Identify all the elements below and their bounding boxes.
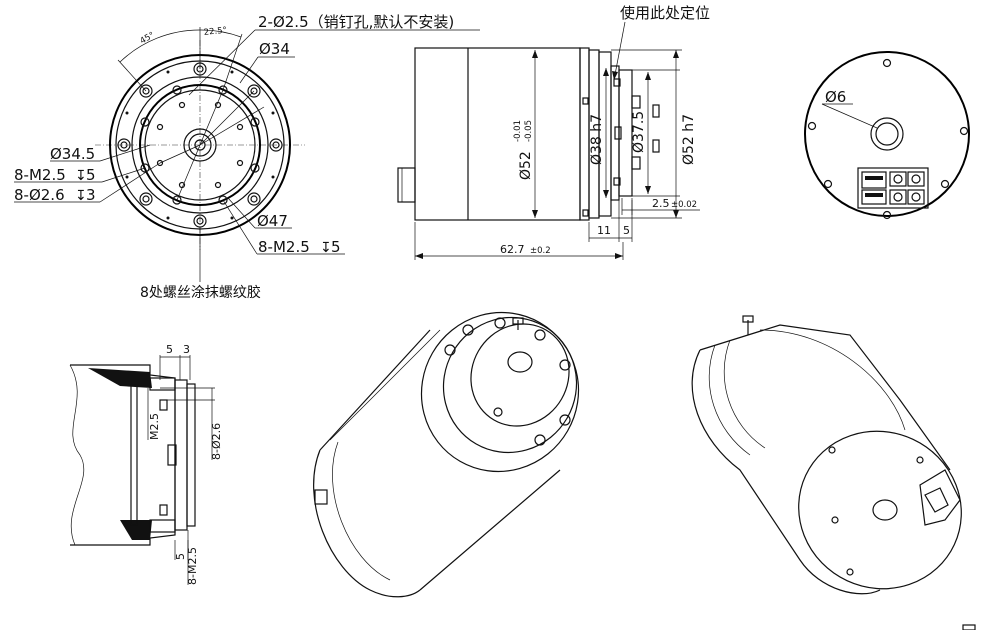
leader-dia-34 [239,56,259,84]
iso1-front-rim [420,311,580,473]
dia-34-5-label: Ø34.5 [50,145,95,163]
m25-right-depth-symbol: ↧ [320,240,332,256]
iso1-bore [507,351,533,373]
angle-ext-1 [117,59,147,92]
iso1-body-sides [319,329,561,591]
front-hub-bore [194,139,206,151]
front-view: 45° 22.5° 2-Ø2.5（销钉孔,默认不安装) Ø34 Ø34.5 8-… [14,13,480,301]
iso2-rear-face [798,430,962,590]
side-connector [397,167,416,203]
section-view: 5 3 M2.5 8-Ø2.6 5 8-M2.5 [69,343,223,585]
section-hatch-top [88,368,152,388]
angle-22-5-label: 22.5° [203,26,227,38]
angle-arc-22 [199,29,242,38]
front-radial-2 [199,89,224,146]
front-ring-4 [139,84,261,206]
side-flange-5 [618,69,633,197]
angle-45-label: 45° [139,30,157,46]
glue-note: 8处螺丝涂抹螺纹胶 [140,284,261,301]
front-outer-bolt-holes [117,62,283,228]
iso2-top-edge [699,324,951,471]
m25-right-depth: 5 [331,238,341,256]
leader-dia-47 [227,197,256,229]
front-radial-5 [199,106,265,146]
front-inner-bolt-holes [140,85,260,205]
dim-2-5-label: 2.5 [652,197,670,210]
dim-5-bottom-label: 5 [174,553,187,560]
leader-dia-34-5 [99,144,151,162]
iso-view-right [691,315,976,630]
iso2-band-1 [708,344,751,456]
m25-right-label: 8-M2.5 [258,238,310,256]
rear-outer [804,51,970,217]
section-outline [70,364,176,546]
m25-left-depth: 5 [86,166,96,184]
front-hub-inner [188,133,212,157]
dia-52-tol-label: Ø52 [518,151,534,180]
side-body [414,47,581,221]
leader-pin-hole [188,29,256,96]
dia-6-label: Ø6 [825,88,846,106]
hole26-depth: 3 [86,186,96,204]
dim-2-5-tol: ±0.02 [671,200,697,210]
leader-dia-6 [821,103,878,129]
leader-locate [613,21,626,81]
iso2-flange-top [759,329,906,431]
dim-5-top-label: 5 [166,343,173,356]
rear-connector [857,167,929,209]
dim-11-label: 11 [597,224,611,237]
leader-hole26 [99,162,161,203]
front-ring-3 [131,76,269,214]
leader-m25-right [222,199,258,255]
dia-52-h7-label: Ø52 h7 [681,114,697,165]
iso2-bore [872,499,898,521]
iso1-band [332,441,391,581]
section-break-line [69,364,85,546]
dia-37-5-label: Ø37.5 [631,111,647,153]
iso-view-left [313,311,580,598]
dim-62-7-label: 62.7 [500,243,525,256]
dim-62-7-tol: ±0.2 [530,246,551,256]
dia-34-label: Ø34 [259,40,290,58]
front-hub-outer [183,128,217,162]
iso1-flange [442,316,578,454]
section-hatch-bottom [120,520,152,540]
front-ring-5 [144,89,256,201]
hole26-depth-symbol: ↧ [75,188,87,204]
dia-47-label: Ø47 [257,212,288,230]
iso1-back-rim [313,449,421,598]
m25-section-label: M2.5 [148,413,161,440]
dia-38-label: Ø38 h7 [589,114,605,165]
m25-left-label: 8-M2.5 [14,166,66,184]
iso2-band-2 [723,339,766,449]
hole26-section-label: 8-Ø2.6 [210,423,223,460]
m25-left-depth-symbol: ↧ [75,168,87,184]
rear-view: Ø6 [804,51,970,220]
leader-m25-left [101,167,146,183]
side-flange-1 [579,47,590,221]
front-rim-dots [125,70,275,220]
dim-5-label: 5 [623,224,630,237]
hole26-label: 8-Ø2.6 [14,186,65,204]
iso1-face [470,323,570,427]
front-radial-3 [159,144,201,164]
angle-ext-3 [222,33,243,91]
front-radial-4 [176,144,201,201]
locate-note: 使用此处定位 [620,4,710,22]
side-view: Ø52 -0.01 -0.05 Ø38 h7 Ø37.5 Ø52 h7 使用此处… [397,4,710,260]
dia-52-tol-upper: -0.01 [513,120,523,142]
rear-bore-outer [870,117,904,151]
angle-arc-45 [119,29,201,63]
rear-bore-inner [875,122,899,146]
pin-hole-note: 2-Ø2.5（销钉孔,默认不安装) [258,13,454,31]
iso2-connector [919,469,961,526]
dim-3-top-label: 3 [183,343,190,356]
iso2-body-edge [691,349,881,595]
m25-bottom-label: 8-M2.5 [186,547,199,585]
front-radial-1 [199,90,255,146]
dia-52-tol-lower: -0.05 [524,120,534,142]
